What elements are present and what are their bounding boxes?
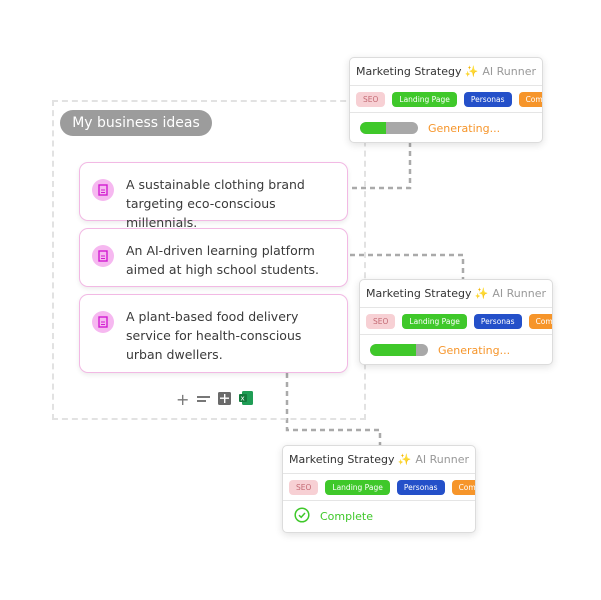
tag-comp[interactable]: Comp (518, 91, 542, 107)
tag-seo[interactable]: SEO (356, 91, 386, 107)
tag-landing-page[interactable]: Landing Page (392, 91, 457, 107)
status-text: Generating... (438, 343, 511, 357)
ai-runner-panel: Marketing Strategy✨AI Runner SEO Landing… (359, 279, 553, 365)
svg-text:x: x (241, 395, 245, 403)
idea-card[interactable]: An AI-driven learning platform aimed at … (79, 228, 348, 287)
tag-comp[interactable]: Comp (451, 479, 475, 495)
document-icon (92, 311, 114, 333)
panel-title: Marketing Strategy (366, 287, 472, 300)
panel-title: Marketing Strategy (356, 65, 462, 78)
tag-landing-page[interactable]: Landing Page (325, 479, 390, 495)
panel-title: Marketing Strategy (289, 453, 395, 466)
ai-runner-button[interactable]: ✨AI Runner (464, 65, 536, 78)
document-icon (92, 245, 114, 267)
sparkle-icon: ✨ (474, 287, 489, 300)
idea-card[interactable]: A sustainable clothing brand targeting e… (79, 162, 348, 230)
idea-text: A sustainable clothing brand targeting e… (126, 177, 305, 230)
ai-runner-button[interactable]: ✨AI Runner (474, 287, 546, 300)
idea-text: An AI-driven learning platform aimed at … (126, 243, 319, 277)
progress-bar (370, 344, 428, 356)
sparkle-icon: ✨ (464, 65, 479, 78)
tag-seo[interactable]: SEO (289, 479, 319, 495)
ai-runner-panel: Marketing Strategy✨AI Runner SEO Landing… (282, 445, 476, 533)
status-text: Complete (320, 509, 374, 523)
ai-runner-panel: Marketing Strategy✨AI Runner SEO Landing… (349, 57, 543, 143)
check-circle-icon (294, 506, 310, 526)
group-title: My business ideas (60, 110, 212, 136)
table-icon[interactable] (218, 390, 232, 409)
tag-personas[interactable]: Personas (463, 91, 512, 107)
group-toolbar: + x (176, 389, 254, 409)
status-text: Generating... (428, 121, 501, 135)
document-icon (92, 179, 114, 201)
ai-runner-button[interactable]: ✨AI Runner (397, 453, 469, 466)
idea-card[interactable]: A plant-based food delivery service for … (79, 294, 348, 373)
tag-personas[interactable]: Personas (396, 479, 445, 495)
tag-personas[interactable]: Personas (473, 313, 522, 329)
plus-icon[interactable]: + (176, 389, 190, 409)
text-icon[interactable] (197, 390, 211, 409)
progress-bar (360, 122, 418, 134)
excel-icon[interactable]: x (239, 390, 254, 409)
ideas-group-frame (52, 100, 366, 420)
sparkle-icon: ✨ (397, 453, 412, 466)
tag-seo[interactable]: SEO (366, 313, 396, 329)
idea-text: A plant-based food delivery service for … (126, 309, 302, 362)
tag-landing-page[interactable]: Landing Page (402, 313, 467, 329)
tag-comp[interactable]: Comp (528, 313, 552, 329)
